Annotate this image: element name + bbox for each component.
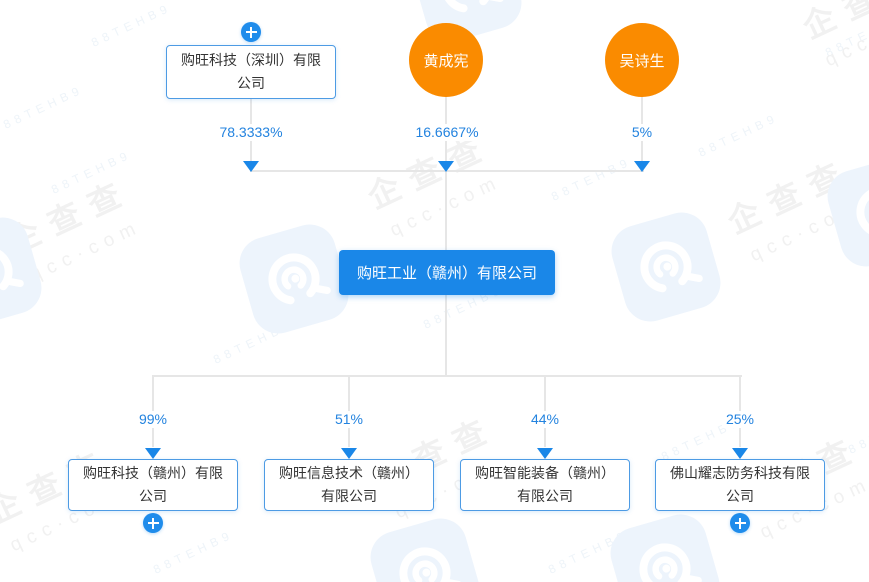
- qcc-watermark-brand: 企查查: [797, 0, 869, 46]
- watermark-code: 88TEHB9: [151, 527, 236, 577]
- connector-line: [445, 295, 447, 376]
- qcc-logo-icon: [856, 186, 869, 238]
- arrow-down-icon: [243, 161, 259, 172]
- watermark-code: 88TEHB9: [696, 110, 781, 160]
- investment-company-node[interactable]: 购旺信息技术（赣州）有限公司: [264, 459, 434, 511]
- shareholder-person-node[interactable]: 黄成宪: [409, 23, 483, 97]
- watermark-code: 88TEHB9: [546, 527, 631, 577]
- expand-plus-icon[interactable]: [241, 22, 261, 42]
- root-company-node[interactable]: 购旺工业（赣州）有限公司: [339, 250, 555, 295]
- watermark-code: 88TEHB9: [49, 147, 134, 197]
- qcc-watermark: 企查查 qcc·com: [698, 135, 869, 279]
- investment-company-node[interactable]: 佛山耀志防务科技有限公司: [655, 459, 825, 511]
- arrow-down-icon: [634, 161, 650, 172]
- qcc-watermark-domain: qcc·com: [746, 196, 866, 267]
- watermark-code: 88TEHB9: [823, 10, 869, 60]
- expand-plus-icon[interactable]: [730, 513, 750, 533]
- arrow-down-icon: [537, 448, 553, 459]
- qcc-logo-watermark: [821, 151, 869, 273]
- qcc-logo-icon: [640, 241, 703, 293]
- qcc-logo-watermark: [0, 211, 48, 333]
- arrow-down-icon: [732, 448, 748, 459]
- expand-plus-icon[interactable]: [143, 513, 163, 533]
- shareholding-percent: 16.6667%: [411, 124, 483, 141]
- watermark-code: 88TEHB9: [89, 0, 174, 50]
- qcc-logo-watermark: [364, 512, 486, 582]
- qcc-logo-watermark: [604, 508, 726, 582]
- shareholder-company-node[interactable]: 购旺科技（深圳）有限公司: [166, 45, 336, 99]
- shareholding-percent: 78.3333%: [215, 124, 287, 141]
- shareholder-person-node[interactable]: 吴诗生: [605, 23, 679, 97]
- qcc-watermark-brand: 企查查: [722, 151, 858, 241]
- qcc-logo-icon: [0, 246, 24, 298]
- shareholding-percent: 51%: [330, 411, 368, 428]
- qcc-logo-icon: [268, 253, 331, 305]
- investment-company-node[interactable]: 购旺科技（赣州）有限公司: [68, 459, 238, 511]
- qcc-watermark: 企查查 qcc·com: [0, 155, 172, 299]
- shareholding-percent: 44%: [526, 411, 564, 428]
- arrow-down-icon: [438, 161, 454, 172]
- qcc-watermark: 企查查 qcc·com: [773, 0, 869, 85]
- connector-line: [445, 172, 447, 250]
- qcc-watermark-domain: qcc·com: [26, 216, 146, 287]
- watermark-code: 88TEHB9: [211, 317, 296, 367]
- shareholding-percent: 5%: [627, 124, 657, 141]
- qcc-logo-watermark: [605, 206, 727, 328]
- arrow-down-icon: [145, 448, 161, 459]
- shareholding-percent: 25%: [721, 411, 759, 428]
- watermark-code: 88TEHB9: [549, 154, 634, 204]
- qcc-logo-icon: [639, 543, 702, 582]
- qcc-logo-watermark: [233, 218, 355, 340]
- shareholding-percent: 99%: [134, 411, 172, 428]
- arrow-down-icon: [341, 448, 357, 459]
- qcc-watermark-brand: 企查查: [2, 171, 138, 261]
- qcc-watermark-domain: qcc·com: [821, 1, 869, 72]
- watermark-code: 88TEHB9: [846, 407, 869, 457]
- watermark-code: 88TEHB9: [1, 82, 86, 132]
- qcc-logo-icon: [399, 547, 462, 582]
- investment-company-node[interactable]: 购旺智能装备（赣州）有限公司: [460, 459, 630, 511]
- connector-line: [152, 375, 742, 377]
